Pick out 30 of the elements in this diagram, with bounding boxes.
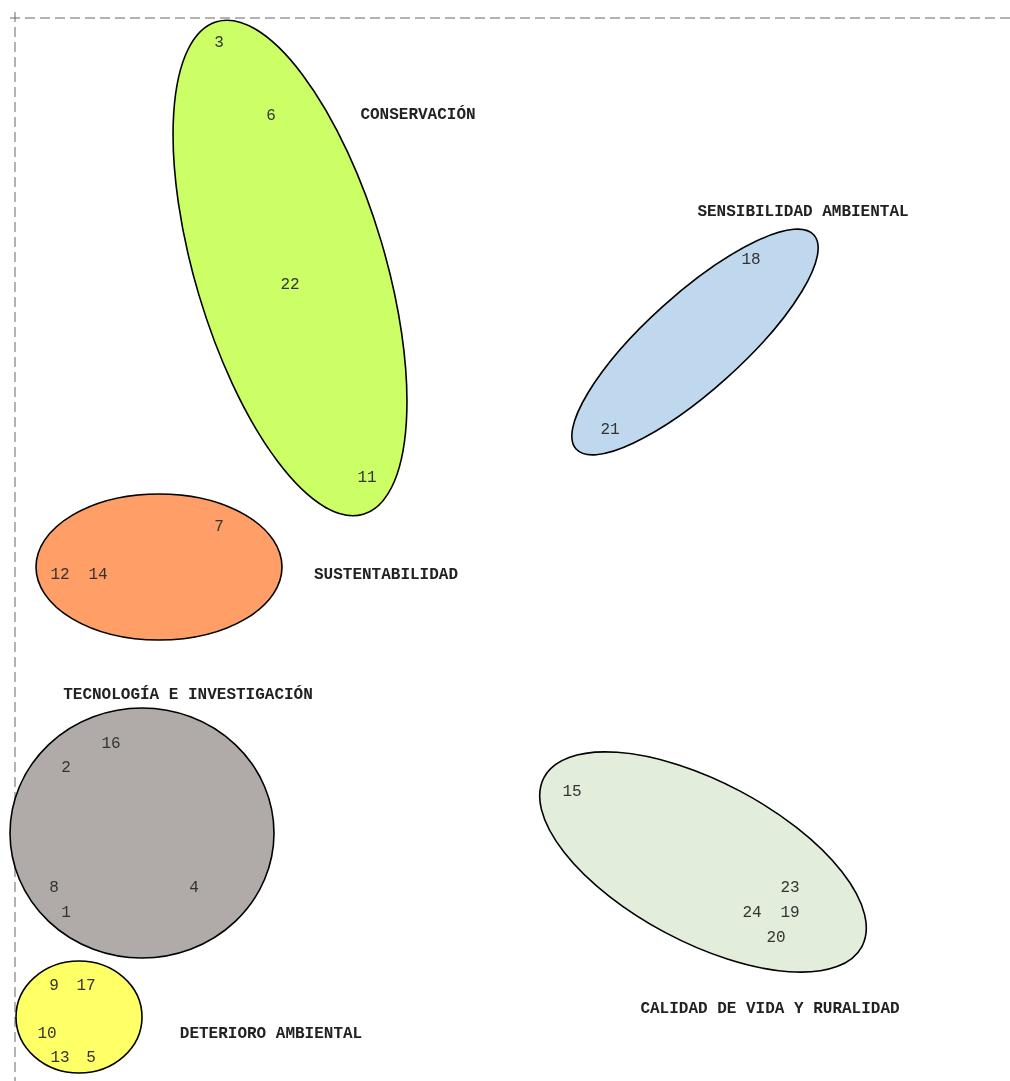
item-number: 15 [562, 783, 582, 801]
item-number: 8 [49, 879, 59, 897]
item-number: 23 [780, 879, 800, 897]
item-number: 4 [189, 879, 199, 897]
item-number: 24 [742, 904, 762, 922]
cluster-title: TECNOLOGÍA E INVESTIGACIÓN [63, 686, 313, 704]
item-number: 20 [766, 929, 786, 947]
item-number: 13 [50, 1049, 70, 1067]
cluster-title: SUSTENTABILIDAD [314, 566, 458, 584]
item-number: 17 [76, 977, 96, 995]
item-number: 5 [86, 1049, 96, 1067]
item-number: 18 [741, 251, 761, 269]
item-number: 1 [61, 904, 71, 922]
item-number: 14 [88, 566, 108, 584]
cluster-title: CONSERVACIÓN [360, 106, 476, 124]
item-number: 21 [600, 421, 620, 439]
cluster-title: DETERIORO AMBIENTAL [179, 1025, 363, 1043]
item-number: 22 [280, 276, 300, 294]
item-number: 6 [266, 107, 276, 125]
cluster-title: SENSIBILIDAD AMBIENTAL [697, 203, 909, 221]
cluster-title: CALIDAD DE VIDA Y RURALIDAD [640, 1000, 900, 1018]
item-number: 12 [50, 566, 70, 584]
item-number: 11 [357, 469, 377, 487]
item-number: 19 [780, 904, 800, 922]
item-number: 10 [37, 1025, 57, 1043]
item-number: 3 [214, 34, 224, 52]
item-number: 16 [101, 735, 121, 753]
item-number: 7 [214, 518, 224, 536]
item-number: 2 [61, 759, 71, 777]
item-number: 9 [49, 977, 59, 995]
